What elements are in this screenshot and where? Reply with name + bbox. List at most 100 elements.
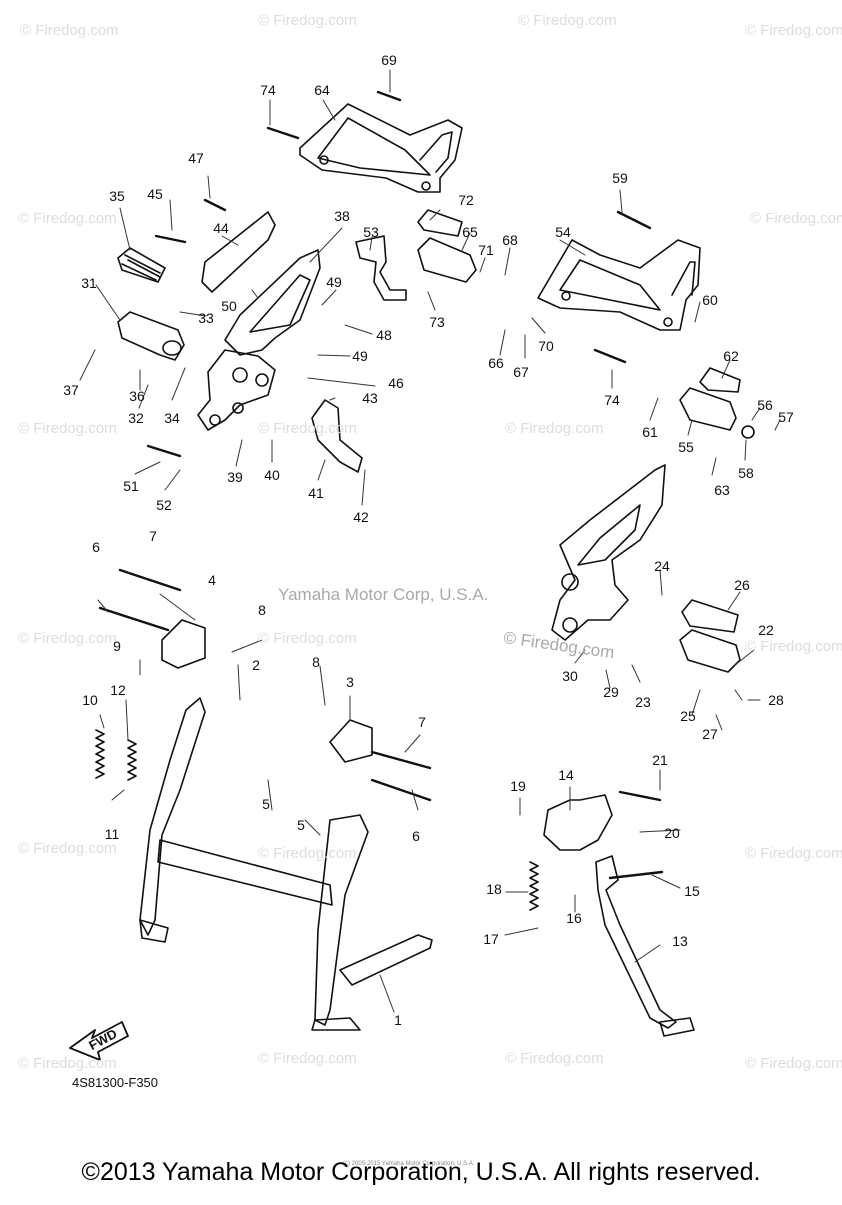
- callout-2: 2: [252, 657, 260, 673]
- center-watermark: Yamaha Motor Corp, U.S.A.: [278, 585, 489, 604]
- callout-74: 74: [260, 82, 276, 98]
- callout-8: 8: [312, 654, 320, 670]
- callout-14: 14: [558, 767, 574, 783]
- callout-29: 29: [603, 684, 619, 700]
- callout-16: 16: [566, 910, 582, 926]
- watermark: © Firedog.com: [745, 1055, 842, 1072]
- callout-6: 6: [92, 539, 100, 555]
- callout-47: 47: [188, 150, 204, 166]
- callout-61: 61: [642, 424, 658, 440]
- callout-10: 10: [82, 692, 98, 708]
- callout-72: 72: [458, 192, 474, 208]
- callout-62: 62: [723, 348, 739, 364]
- callout-67: 67: [513, 364, 529, 380]
- bracket-3: [329, 719, 373, 763]
- watermark: © Firedog.com: [258, 630, 357, 647]
- callout-52: 52: [156, 497, 172, 513]
- figure-code: 4S81300-F350: [72, 1075, 159, 1090]
- callout-66: 66: [488, 355, 504, 371]
- callout-18: 18: [486, 881, 502, 897]
- callout-34: 34: [164, 410, 180, 426]
- watermark: © Firedog.com: [18, 1055, 117, 1072]
- callout-1: 1: [394, 1012, 402, 1028]
- callout-48: 48: [376, 327, 392, 343]
- callout-8: 8: [258, 602, 266, 618]
- watermark: © Firedog.com: [505, 1050, 604, 1067]
- callout-19: 19: [510, 778, 526, 794]
- callout-25: 25: [680, 708, 696, 724]
- callout-64: 64: [314, 82, 330, 98]
- footrest-bracket-38: [197, 249, 321, 431]
- footpeg-rubber-35: [117, 247, 166, 283]
- callout-24: 24: [654, 558, 670, 574]
- watermark: © Firedog.com: [505, 420, 604, 437]
- bracket-4: [161, 619, 206, 669]
- watermark: © Firedog.com: [745, 845, 842, 862]
- callout-3: 3: [346, 674, 354, 690]
- callout-6: 6: [412, 828, 420, 844]
- callout-7: 7: [149, 528, 157, 544]
- callout-4: 4: [208, 572, 216, 588]
- callout-45: 45: [147, 186, 163, 202]
- callout-43: 43: [362, 390, 378, 406]
- callout-21: 21: [652, 752, 668, 768]
- callout-73: 73: [429, 314, 445, 330]
- spring-12: [127, 739, 137, 781]
- callout-44: 44: [213, 220, 229, 236]
- watermark: © Firedog.com: [258, 1050, 357, 1067]
- callout-65: 65: [462, 224, 478, 240]
- footrest-bracket-64: [299, 103, 463, 193]
- callout-38: 38: [334, 208, 350, 224]
- watermark: © Firedog.com: [258, 12, 357, 29]
- callout-59: 59: [612, 170, 628, 186]
- callout-42: 42: [353, 509, 369, 525]
- bracket-53: [355, 235, 407, 301]
- callout-32: 32: [128, 410, 144, 426]
- callout-56: 56: [757, 397, 773, 413]
- callout-35: 35: [109, 188, 125, 204]
- callout-53: 53: [363, 224, 379, 240]
- callout-37: 37: [63, 382, 79, 398]
- callout-22: 22: [758, 622, 774, 638]
- callout-60: 60: [702, 292, 718, 308]
- watermark: © Firedog.com: [750, 210, 842, 227]
- callout-58: 58: [738, 465, 754, 481]
- spring-10: [95, 729, 105, 779]
- callout-41: 41: [308, 485, 324, 501]
- callout-17: 17: [483, 931, 499, 947]
- watermark: © Firedog.com: [745, 638, 842, 655]
- callout-40: 40: [264, 467, 280, 483]
- callout-5: 5: [297, 817, 305, 833]
- watermark: © Firedog.com: [18, 840, 117, 857]
- callout-11: 11: [104, 826, 120, 842]
- spring-18: [529, 861, 539, 911]
- callout-46: 46: [388, 375, 404, 391]
- callout-70: 70: [538, 338, 554, 354]
- callout-39: 39: [227, 469, 243, 485]
- callout-7: 7: [418, 714, 426, 730]
- callout-12: 12: [110, 682, 126, 698]
- callout-55: 55: [678, 439, 694, 455]
- callout-30: 30: [562, 668, 578, 684]
- callout-26: 26: [734, 577, 750, 593]
- watermark: © Firedog.com: [18, 210, 117, 227]
- footpeg-65: [417, 209, 477, 283]
- callout-33: 33: [198, 310, 214, 326]
- callout-57: 57: [778, 409, 794, 425]
- center-stand-1: [139, 697, 433, 1031]
- callout-27: 27: [702, 726, 718, 742]
- footrest-bracket-lower: [551, 464, 741, 673]
- callout-74: 74: [604, 392, 620, 408]
- callout-54: 54: [555, 224, 571, 240]
- footrest-bracket-54: [537, 239, 701, 331]
- watermark: © Firedog.com: [20, 22, 119, 39]
- callout-49: 49: [352, 348, 368, 364]
- callout-36: 36: [129, 388, 145, 404]
- callout-9: 9: [113, 638, 121, 654]
- watermark: © Firedog.com: [518, 12, 617, 29]
- bracket-41: [311, 399, 363, 473]
- callout-20: 20: [664, 825, 680, 841]
- plate-44: [201, 211, 276, 293]
